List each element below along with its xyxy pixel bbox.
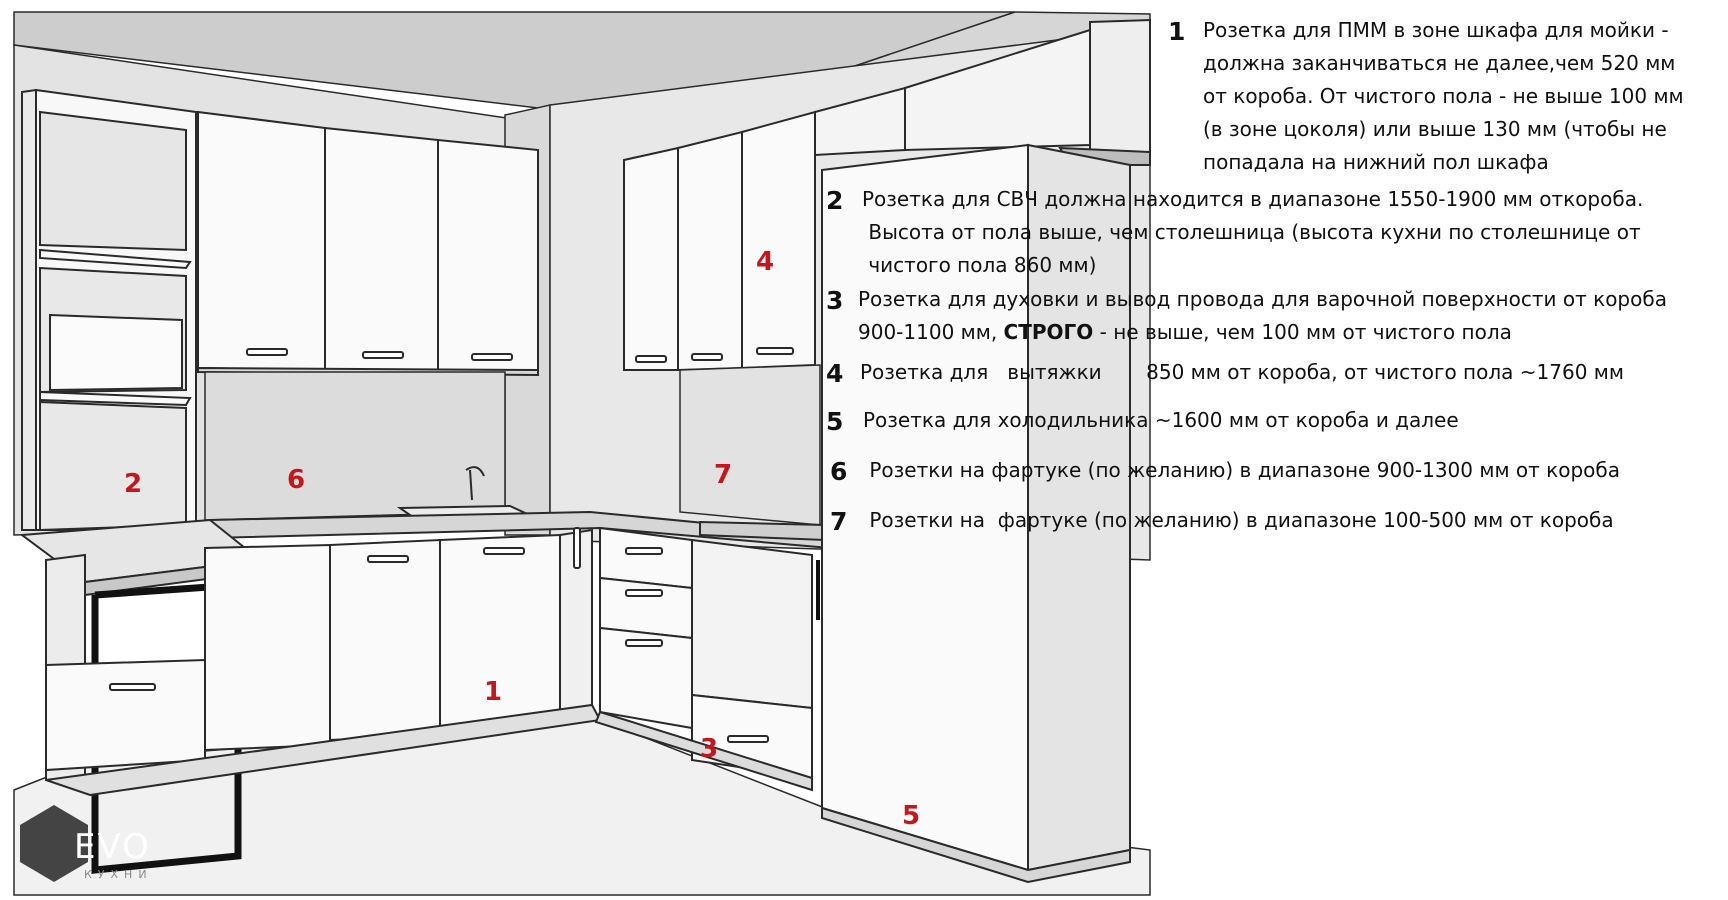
marker-4: 4 xyxy=(756,247,774,277)
note-number: 6 xyxy=(830,457,848,486)
note-line: Розетки на фартуке (по желанию) в диапаз… xyxy=(863,508,1614,532)
microwave xyxy=(49,313,183,392)
upper-cabinets-right xyxy=(623,18,1151,372)
backsplash xyxy=(204,364,821,526)
note-line: Розетка для холодильника ~1600 мм от кор… xyxy=(863,408,1459,432)
marker-6: 6 xyxy=(287,465,305,495)
lower-cabinets-right xyxy=(594,520,826,792)
note-line: (в зоне цоколя) или выше 130 мм (чтобы н… xyxy=(1203,117,1667,141)
note-number: 4 xyxy=(826,359,844,388)
shelf-unit xyxy=(21,88,197,532)
logo-hexagon xyxy=(20,805,88,882)
note-line: Розетка для ПММ в зоне шкафа для мойки - xyxy=(1203,18,1669,42)
note-text: - не выше, чем 100 мм от чистого пола xyxy=(1093,320,1512,344)
note-number: 5 xyxy=(826,407,844,436)
upper-cabinets-left xyxy=(197,110,539,377)
outlet-markers: 1 2 3 4 5 6 7 xyxy=(124,247,920,831)
note-line: чистого пола 860 мм) xyxy=(862,253,1097,277)
note-line: Розетка для вытяжки 850 мм от короба, от… xyxy=(860,360,1624,384)
evo-logo: EVO КУХНИ xyxy=(20,805,153,882)
lower-cabinets xyxy=(45,527,602,797)
logo-subtitle: КУХНИ xyxy=(84,868,153,881)
note-strict: СТРОГО xyxy=(1003,320,1094,344)
note-line: попадала на нижний пол шкафа xyxy=(1203,150,1549,174)
note-line: Розетки на фартуке (по желанию) в диапаз… xyxy=(863,458,1620,482)
marker-5: 5 xyxy=(902,801,920,831)
note-line: от короба. От чистого пола - не выше 100… xyxy=(1203,84,1684,108)
marker-1: 1 xyxy=(484,677,502,707)
marker-7: 7 xyxy=(714,460,732,490)
note-line: Розетка для СВЧ должна находится в диапа… xyxy=(862,187,1644,211)
note-line: Розетка для духовки и вывод провода для … xyxy=(858,287,1667,311)
oven xyxy=(691,538,813,710)
note-line: должна заканчиваться не далее,чем 520 мм xyxy=(1203,51,1676,75)
note-number: 2 xyxy=(826,186,844,215)
note-line: Высота от пола выше, чем столешница (выс… xyxy=(862,220,1641,244)
note-text: 900-1100 мм, xyxy=(858,320,1004,344)
fridge xyxy=(816,143,1131,884)
note-number: 3 xyxy=(826,286,844,315)
note-number: 1 xyxy=(1168,17,1186,46)
note-line: 900-1100 мм, СТРОГО - не выше, чем 100 м… xyxy=(858,316,1512,349)
marker-2: 2 xyxy=(124,469,142,499)
marker-3: 3 xyxy=(700,734,718,764)
note-number: 7 xyxy=(830,507,848,536)
logo-text: EVO xyxy=(74,827,151,867)
